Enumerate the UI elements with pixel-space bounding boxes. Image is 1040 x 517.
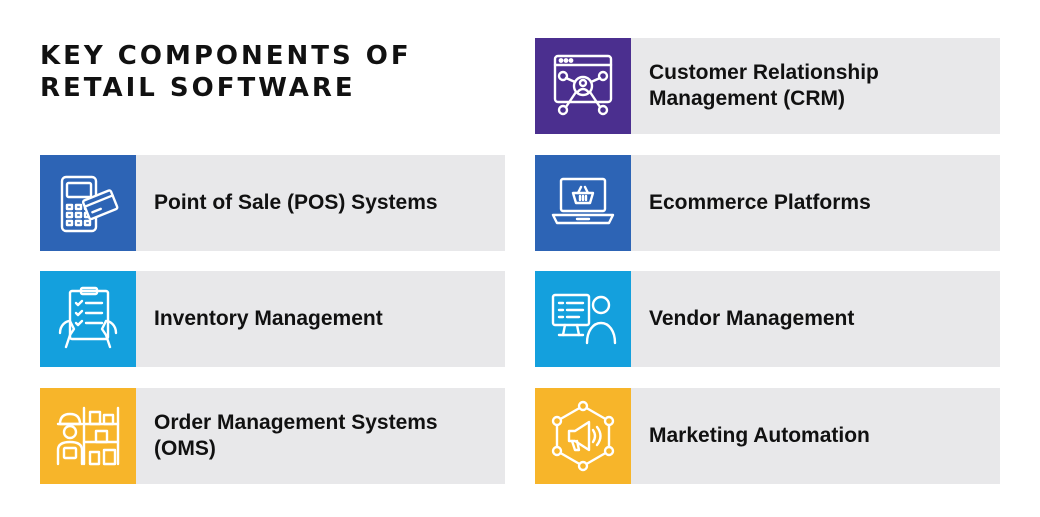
crm-icon-tile	[535, 38, 631, 134]
inventory-icon-tile	[40, 271, 136, 367]
card-ecommerce: Ecommerce Platforms	[535, 155, 1000, 251]
card-vendor: Vendor Management	[535, 271, 1000, 367]
card-inventory-label-line-1: Inventory Management	[154, 307, 383, 330]
marketing-icon-tile	[535, 388, 631, 484]
card-ecommerce-label-line-1: Ecommerce Platforms	[649, 191, 871, 214]
pos-icon-tile	[40, 155, 136, 251]
card-inventory-label: Inventory Management	[136, 306, 399, 332]
title-line-1: KEY COMPONENTS OF	[40, 41, 412, 71]
vendor-icon-tile	[535, 271, 631, 367]
card-marketing-label-line-1: Marketing Automation	[649, 424, 870, 447]
card-ecommerce-label: Ecommerce Platforms	[631, 190, 887, 216]
crm-network-icon	[553, 54, 613, 116]
card-crm-label: Customer Relationship Management (CRM)	[631, 60, 895, 112]
card-pos: Point of Sale (POS) Systems	[40, 155, 505, 251]
ecommerce-icon-tile	[535, 155, 631, 251]
megaphone-network-icon	[551, 400, 615, 472]
card-oms-label: Order Management Systems (OMS)	[136, 410, 454, 462]
card-inventory: Inventory Management	[40, 271, 505, 367]
oms-icon-tile	[40, 388, 136, 484]
card-marketing: Marketing Automation	[535, 388, 1000, 484]
card-vendor-label: Vendor Management	[631, 306, 870, 332]
person-monitor-icon	[551, 293, 617, 345]
card-crm-label-line-1: Customer Relationship	[649, 61, 879, 84]
laptop-basket-icon	[551, 177, 615, 225]
card-pos-label: Point of Sale (POS) Systems	[136, 190, 454, 216]
card-oms: Order Management Systems (OMS)	[40, 388, 505, 484]
card-oms-label-line-2: (OMS)	[154, 437, 216, 460]
title-line-2: RETAIL SOFTWARE	[40, 73, 356, 103]
card-vendor-label-line-1: Vendor Management	[649, 307, 855, 330]
warehouse-worker-icon	[56, 406, 120, 466]
card-crm-label-line-2: Management (CRM)	[649, 87, 846, 110]
card-crm: Customer Relationship Management (CRM)	[535, 38, 1000, 134]
clipboard-checklist-icon	[58, 286, 118, 349]
infographic-title: KEY COMPONENTS OF RETAIL SOFTWARE	[40, 40, 460, 104]
card-marketing-label: Marketing Automation	[631, 423, 886, 449]
pos-terminal-card-icon	[60, 175, 119, 233]
card-pos-label-line-1: Point of Sale (POS) Systems	[154, 191, 438, 214]
card-oms-label-line-1: Order Management Systems	[154, 411, 438, 434]
